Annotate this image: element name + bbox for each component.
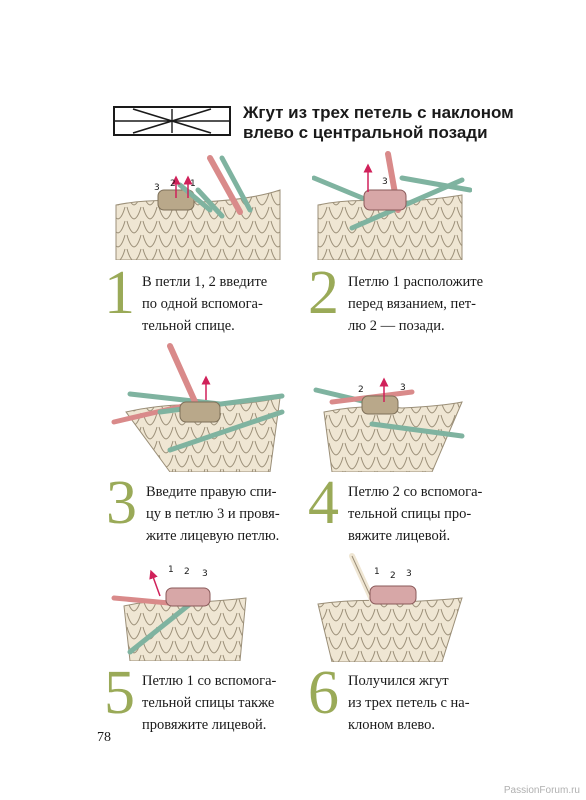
cable-symbol-icon xyxy=(113,106,231,136)
step-2: 3 2 Петлю 1 расположите перед вязанием, … xyxy=(308,150,552,340)
step-description: Получился жгут из трех петель с на- клон… xyxy=(348,673,470,733)
loop-label: 1 xyxy=(168,565,174,575)
page-number: 78 xyxy=(97,730,111,745)
step-3: 3 Введите правую спи- цу в петлю 3 и про… xyxy=(106,342,350,544)
loop-label: 3 xyxy=(406,569,412,579)
loop-label: 3 xyxy=(154,183,160,193)
loop-label: 3 xyxy=(382,177,388,187)
step-4: 2 3 4 Петлю 2 со вспомога- тельной спицы… xyxy=(308,372,552,544)
step-description: В петли 1, 2 введите по одной вспомога- … xyxy=(142,274,268,334)
title-line-2: влево с центральной позади xyxy=(243,123,488,142)
step-6-illustration: 1 2 3 xyxy=(317,553,463,662)
step-1-illustration: 3 2 1 xyxy=(115,155,281,260)
step-2-illustration: 3 xyxy=(312,151,472,260)
step-number: 2 xyxy=(308,259,339,327)
title-line-1: Жгут из трех петель с наклоном xyxy=(243,103,514,122)
step-number: 6 xyxy=(308,659,339,727)
step-number: 4 xyxy=(308,469,339,537)
step-description: Петлю 1 расположите перед вязанием, пет-… xyxy=(348,274,484,334)
loop-label: 3 xyxy=(202,569,208,579)
step-4-illustration: 2 3 xyxy=(313,377,465,472)
page-title: Жгут из трех петель с наклоном влево с ц… xyxy=(243,103,523,143)
loop-label: 1 xyxy=(374,567,380,577)
step-description: Петлю 1 со вспомога- тельной спицы также… xyxy=(142,673,277,733)
loop-label: 1 xyxy=(190,179,196,189)
step-number: 5 xyxy=(104,659,135,727)
loop-label: 3 xyxy=(400,383,406,393)
step-3-illustration xyxy=(111,343,285,472)
step-number: 1 xyxy=(104,259,135,327)
step-5: 1 2 3 5 Петлю 1 со вспомога- тельной спи… xyxy=(104,556,350,736)
loop-label: 2 xyxy=(358,385,364,395)
step-description: Введите правую спи- цу в петлю 3 и провя… xyxy=(146,484,280,544)
step-6: 1 2 3 6 Получился жгут из трех петель с … xyxy=(308,552,552,736)
watermark: PassionForum.ru xyxy=(503,785,580,796)
loop-label: 2 xyxy=(170,179,176,189)
loop-label: 2 xyxy=(390,571,396,581)
step-number: 3 xyxy=(106,469,137,537)
step-1: 3 2 1 1 В петли 1, 2 введите по одной вс… xyxy=(104,150,350,340)
loop-label: 2 xyxy=(184,567,190,577)
step-5-illustration: 1 2 3 xyxy=(111,565,247,661)
step-description: Петлю 2 со вспомога- тельной спицы про- … xyxy=(348,484,483,544)
